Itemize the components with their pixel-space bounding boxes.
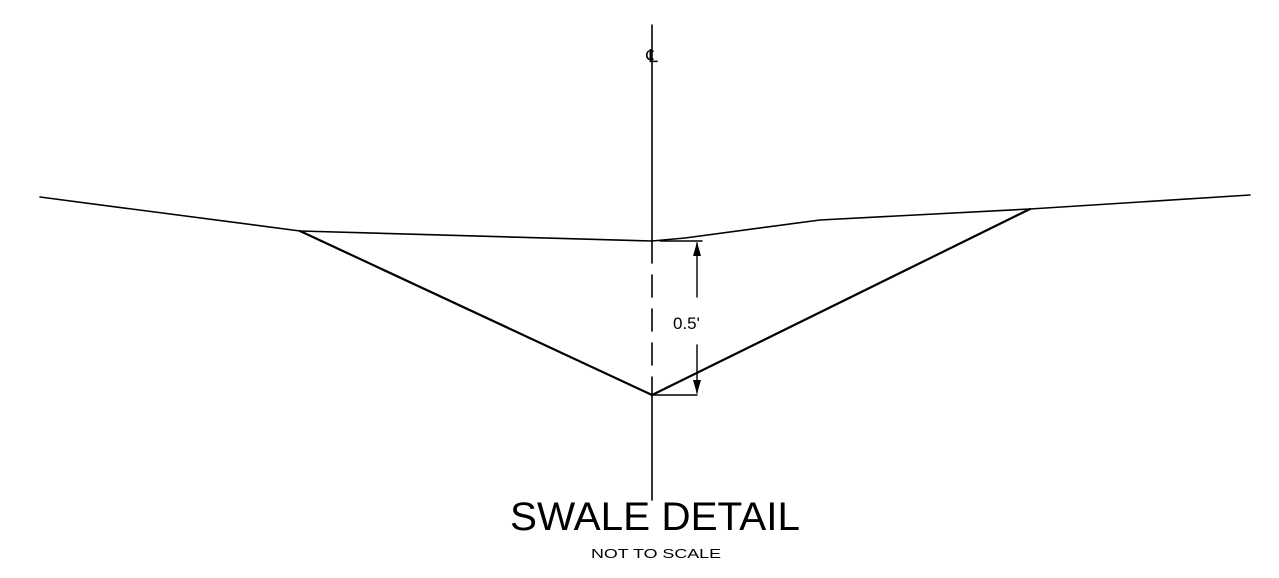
drawing-title: SWALE DETAIL <box>510 495 800 539</box>
dimension-arrow-top <box>693 242 701 256</box>
dimension-arrow-bottom <box>693 380 701 394</box>
drawing-subtitle: NOT TO SCALE <box>591 546 721 561</box>
dimension-label: 0.5' <box>673 314 700 333</box>
ground-line <box>39 194 1251 242</box>
swale-left-slope <box>298 229 654 397</box>
swale-right-slope <box>650 207 1032 397</box>
centerline-symbol: ℄ <box>645 46 658 66</box>
